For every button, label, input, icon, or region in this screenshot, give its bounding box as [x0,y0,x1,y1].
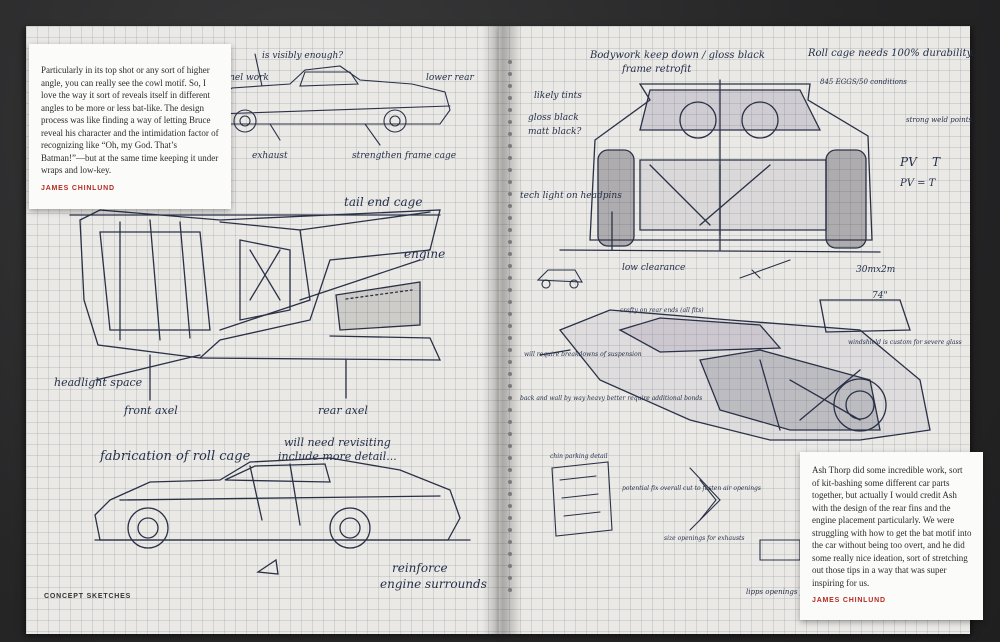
note-rear-axel: rear axel [318,404,368,417]
sketch-car-rear-view [559,79,881,253]
sketch-car-perspective [539,299,931,441]
binding-hole [508,156,512,160]
binding-hole [508,84,512,88]
binding-hole [508,528,512,532]
binding-hole [508,192,512,196]
note-chin-parking: chin parking detail [550,453,608,460]
note-reinforce: reinforce [392,561,448,575]
binding-hole [508,264,512,268]
binding-hole [508,228,512,232]
note-formula-pv: PV [899,155,918,169]
note-headlight-space: headlight space [54,376,143,389]
note-strong-weld-points: strong weld points [906,116,973,124]
binding-hole [508,132,512,136]
binding-hole [508,120,512,124]
binding-hole [508,408,512,412]
note-gloss-black: gloss black [528,113,579,123]
note-matt-black: matt black? [528,127,581,137]
binding-hole [508,276,512,280]
binding-hole [508,372,512,376]
note-frame-retrofit: frame retrofit [621,64,692,75]
binding-hole [508,420,512,424]
binding-hole [508,396,512,400]
quote-card-left: Particularly in its top shot or any sort… [29,44,231,209]
note-low-clearance: low clearance [622,263,685,273]
note-roll-cage-needs: Roll cage needs 100% durability. [807,48,974,59]
note-crafty-rear: crafty on rear ends (all fits) [620,307,704,314]
binding-hole [508,72,512,76]
note-front-axel: front axel [123,404,178,417]
note-dims: 30mx2m [856,265,895,275]
binding-holes [508,60,514,600]
sketch-frame-top-view [69,209,442,401]
note-formula-pvt: PV = T [899,178,937,189]
note-bar-conditions: 845 EGGS/50 conditions [820,78,907,86]
note-tech-light: tech light on headpins [520,191,622,201]
section-label: CONCEPT SKETCHES [44,593,132,600]
binding-hole [508,336,512,340]
note-fabrication-roll-cage: fabrication of roll cage [99,449,251,464]
note-panel-work: panel work [218,73,269,83]
note-will-need-revisiting: will need revisiting [284,436,391,449]
binding-hole [508,444,512,448]
quote-text-left: Particularly in its top shot or any sort… [41,65,219,175]
note-strengthen-frame: strengthen frame cage [352,151,456,161]
binding-hole [508,576,512,580]
book-gutter [482,26,522,634]
binding-hole [508,360,512,364]
binding-hole [508,552,512,556]
note-lower-rear: lower rear [426,73,474,83]
binding-hole [508,252,512,256]
binding-hole [508,96,512,100]
binding-hole [508,180,512,184]
binding-hole [508,540,512,544]
binding-hole [508,348,512,352]
note-likely-tints: likely tints [534,91,582,101]
binding-hole [508,216,512,220]
note-will-require: will require breakdowns of suspension [524,351,642,358]
binding-hole [508,492,512,496]
sketch-car-side-top [211,53,451,146]
binding-hole [508,456,512,460]
note-visibly-enough: is visibly enough? [262,51,343,61]
note-back-and-wall: back and wall by way heavy better requir… [520,395,702,402]
note-engine-surrounds: engine surrounds [380,577,487,591]
binding-hole [508,324,512,328]
note-include-more-detail: include more detail... [278,450,397,463]
note-dim-74: 74" [872,291,888,301]
note-rear-window: windshield is custom for severe glass [848,339,962,346]
quote-attribution-left: JAMES CHINLUND [41,184,115,192]
quote-card-right: Ash Thorp did some incredible work, sort… [800,452,983,620]
note-formula-t: T [932,155,941,169]
binding-hole [508,432,512,436]
binding-hole [508,168,512,172]
note-exhaust: exhaust [252,151,288,161]
binding-hole [508,564,512,568]
note-bodywork: Bodywork keep down / gloss black [589,50,765,61]
note-size-openings: size openings for exhausts [664,535,745,542]
binding-hole [508,288,512,292]
binding-hole [508,516,512,520]
note-potential-fix: potential fix overall cut to fasten air … [622,485,761,492]
binding-hole [508,384,512,388]
binding-hole [508,468,512,472]
binding-hole [508,480,512,484]
binding-hole [508,108,512,112]
quote-text-right: Ash Thorp did some incredible work, sort… [812,465,972,588]
binding-hole [508,144,512,148]
binding-hole [508,240,512,244]
binding-hole [508,312,512,316]
note-tail-end-cage: tail end cage [344,195,422,209]
binding-hole [508,504,512,508]
binding-hole [508,300,512,304]
quote-attribution-right: JAMES CHINLUND [812,597,886,604]
binding-hole [508,588,512,592]
binding-hole [508,60,512,64]
note-engine: engine [404,247,445,261]
binding-hole [508,204,512,208]
sketch-car-side-bottom [94,457,471,575]
